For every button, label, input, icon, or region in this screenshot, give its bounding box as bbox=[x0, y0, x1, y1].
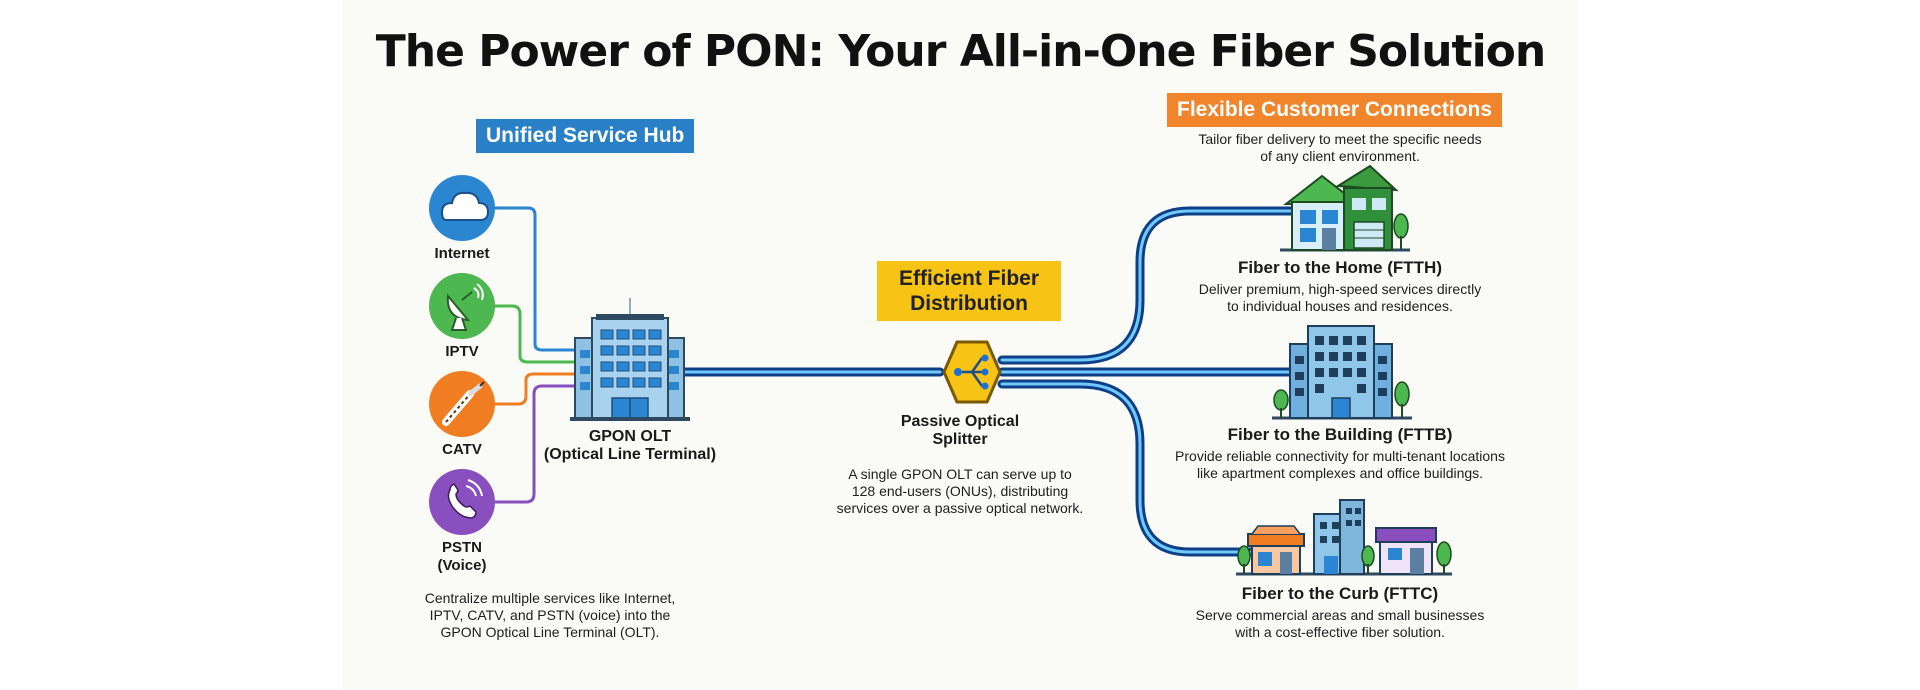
apartment-building-icon bbox=[1272, 325, 1412, 420]
connections-tag: Flexible Customer Connections bbox=[1167, 93, 1503, 127]
catv-connector bbox=[490, 372, 584, 406]
distribution-tag: Efficient Fiber Distribution bbox=[877, 261, 1061, 321]
fttb-description: Provide reliable connectivity for multi-… bbox=[1175, 448, 1505, 481]
cloud-icon bbox=[429, 175, 495, 241]
service-label-iptv: IPTV bbox=[445, 343, 479, 360]
splitter-icon bbox=[942, 340, 1002, 404]
ftth-description: Deliver premium, high-speed services dir… bbox=[1198, 281, 1482, 314]
pstn-connector bbox=[490, 384, 584, 504]
page-title: The Power of PON: Your All-in-One Fiber … bbox=[375, 26, 1546, 77]
internet-connector bbox=[490, 206, 584, 352]
satellite-dish-icon bbox=[429, 273, 495, 339]
service-hub-tag: Unified Service Hub bbox=[476, 119, 695, 153]
house-icon bbox=[1280, 164, 1410, 252]
connections-subtitle: Tailor fiber delivery to meet the specif… bbox=[1198, 131, 1482, 164]
fttc-title: Fiber to the Curb (FTTC) bbox=[1241, 584, 1439, 603]
service-hub-description: Centralize multiple services like Intern… bbox=[424, 590, 676, 640]
fiber-network bbox=[680, 206, 1305, 557]
office-building-icon bbox=[570, 298, 690, 421]
iptv-connector bbox=[490, 304, 584, 364]
distribution-description: A single GPON OLT can serve up to 128 en… bbox=[836, 466, 1084, 516]
coaxial-cable-icon bbox=[429, 371, 495, 437]
olt-label: GPON OLT (Optical Line Terminal) bbox=[543, 428, 717, 463]
service-label-catv: CATV bbox=[442, 441, 482, 458]
service-label-internet: Internet bbox=[434, 245, 490, 262]
ftth-title: Fiber to the Home (FTTH) bbox=[1238, 258, 1442, 277]
fttc-description: Serve commercial areas and small busines… bbox=[1195, 607, 1485, 640]
storefronts-icon bbox=[1236, 499, 1452, 576]
phone-icon bbox=[429, 469, 495, 535]
splitter-label: Passive Optical Splitter bbox=[900, 413, 1020, 448]
fttb-title: Fiber to the Building (FTTB) bbox=[1227, 425, 1453, 444]
service-label-pstn: PSTN (Voice) bbox=[437, 539, 487, 574]
service-connectors bbox=[490, 206, 584, 504]
